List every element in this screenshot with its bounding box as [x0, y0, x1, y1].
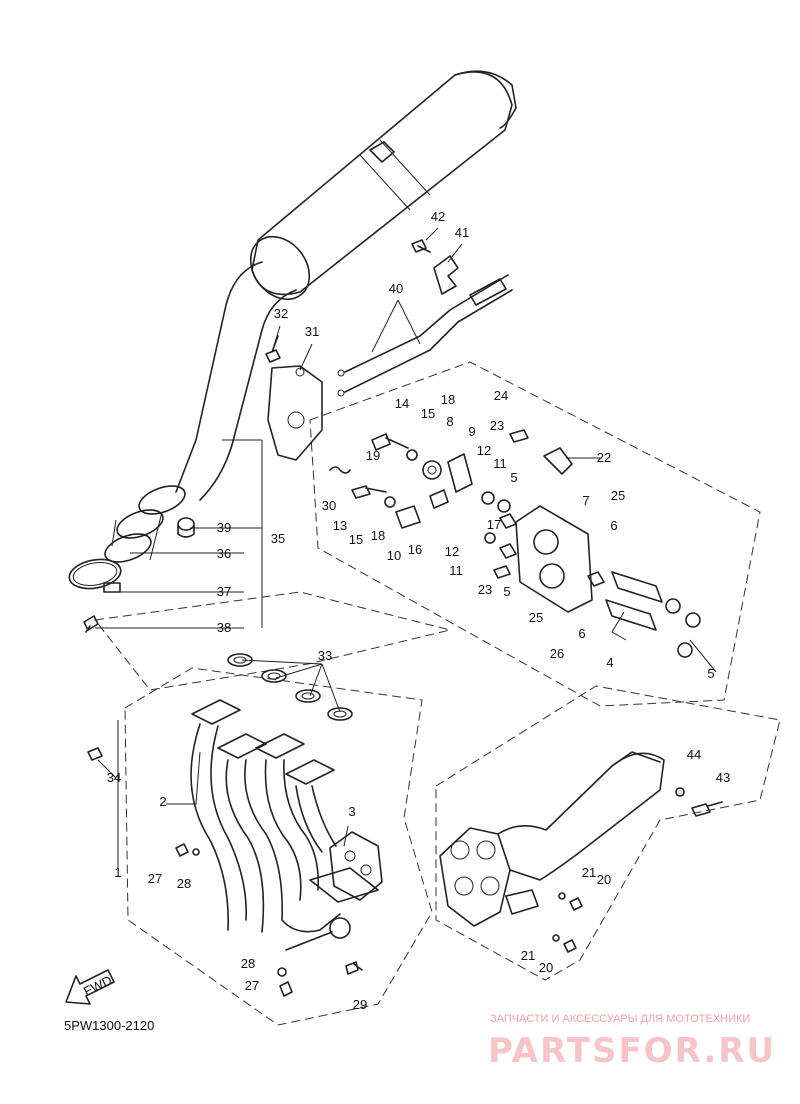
diagram-code: 5PW1300-2120	[64, 1018, 154, 1033]
callout-c21b: 21	[521, 948, 535, 963]
callout-c17: 17	[487, 517, 501, 532]
callout-c43: 43	[716, 770, 730, 785]
callout-c6a: 6	[610, 518, 617, 533]
group-outline	[124, 667, 433, 1026]
washer	[552, 934, 560, 942]
callout-c30: 30	[322, 498, 336, 513]
valve-assembly	[329, 429, 701, 658]
callout-c25b: 25	[529, 610, 543, 625]
callout-c24: 24	[494, 388, 508, 403]
callout-c27b: 27	[245, 978, 259, 993]
callout-c38: 38	[217, 620, 231, 635]
muffler	[249, 70, 517, 301]
callout-c16: 16	[408, 542, 422, 557]
callout-c5b: 5	[503, 584, 510, 599]
callout-c1: 1	[114, 865, 121, 880]
callout-c14: 14	[395, 396, 409, 411]
group-outline	[435, 685, 781, 981]
washer	[192, 848, 200, 856]
callout-c11a: 11	[493, 456, 507, 471]
callout-c27a: 27	[148, 871, 162, 886]
callout-c42: 42	[431, 209, 445, 224]
callout-c35: 35	[271, 531, 285, 546]
callout-c6b: 6	[578, 626, 585, 641]
callout-c44: 44	[687, 747, 701, 762]
callout-c40: 40	[389, 281, 403, 296]
callout-c20a: 20	[597, 872, 611, 887]
callout-c3: 3	[348, 804, 355, 819]
callout-c36: 36	[217, 546, 231, 561]
stud-bolt	[87, 747, 103, 761]
washer	[558, 892, 566, 900]
callout-c23b: 23	[478, 582, 492, 597]
link-pipe	[104, 261, 297, 563]
callout-c25a: 25	[611, 488, 625, 503]
callout-c32: 32	[274, 306, 288, 321]
callout-c2: 2	[159, 794, 166, 809]
callout-c11b: 11	[449, 563, 463, 578]
callout-c23a: 23	[490, 418, 504, 433]
callout-c10: 10	[387, 548, 401, 563]
fwd-label: FWD	[81, 972, 114, 998]
washer	[277, 967, 287, 977]
callout-c19: 19	[366, 448, 380, 463]
callout-c12b: 12	[445, 544, 459, 559]
mounting-bracket	[267, 365, 323, 461]
callout-c13: 13	[333, 518, 347, 533]
cable-holder	[433, 255, 459, 295]
callout-c20b: 20	[539, 960, 553, 975]
callout-c12a: 12	[477, 443, 491, 458]
callout-c39: 39	[217, 520, 231, 535]
exhaust-gaskets	[227, 653, 353, 721]
callout-c18b: 18	[371, 528, 385, 543]
callout-c22: 22	[597, 450, 611, 465]
bolt	[569, 897, 583, 911]
callout-c26: 26	[550, 646, 564, 661]
callout-c31: 31	[305, 324, 319, 339]
callout-c5c: 5	[707, 666, 714, 681]
forward-arrow-icon: FWD	[65, 969, 115, 1005]
callout-c21a: 21	[582, 865, 596, 880]
watermark-tagline: ЗАПЧАСТИ И АКСЕССУАРЫ ДЛЯ МОТОТЕХНИКИ	[490, 1013, 750, 1025]
group-outline	[94, 591, 451, 691]
callout-c18a: 18	[441, 392, 455, 407]
callout-c37: 37	[217, 584, 231, 599]
bolt	[279, 981, 293, 997]
callout-c5a: 5	[510, 470, 517, 485]
clamp-bolt	[83, 615, 99, 633]
callout-c28b: 28	[241, 956, 255, 971]
callout-c34: 34	[107, 770, 121, 785]
watermark-brand: PARTSFOR.RU	[488, 1031, 776, 1071]
cap-nut	[177, 517, 195, 538]
bolt	[691, 801, 723, 817]
callout-c9: 9	[468, 424, 475, 439]
callout-c7: 7	[582, 493, 589, 508]
header-pipes	[190, 699, 379, 951]
callout-c41: 41	[455, 225, 469, 240]
callout-c28a: 28	[177, 876, 191, 891]
collector-pipe	[439, 751, 665, 927]
stud-bolt	[345, 961, 363, 975]
callout-c15b: 15	[349, 532, 363, 547]
callout-c33: 33	[318, 648, 332, 663]
callout-c29: 29	[353, 997, 367, 1012]
holder-bolt	[411, 239, 431, 253]
header-gasket-plate	[329, 831, 383, 901]
callout-c8: 8	[446, 414, 453, 429]
bolt	[175, 843, 189, 857]
callout-c15a: 15	[421, 406, 435, 421]
bolt	[563, 939, 577, 953]
control-cables	[337, 274, 513, 397]
group-outline	[309, 361, 761, 707]
callout-c4: 4	[606, 655, 613, 670]
washer	[675, 787, 685, 797]
leader-lines	[95, 227, 717, 868]
